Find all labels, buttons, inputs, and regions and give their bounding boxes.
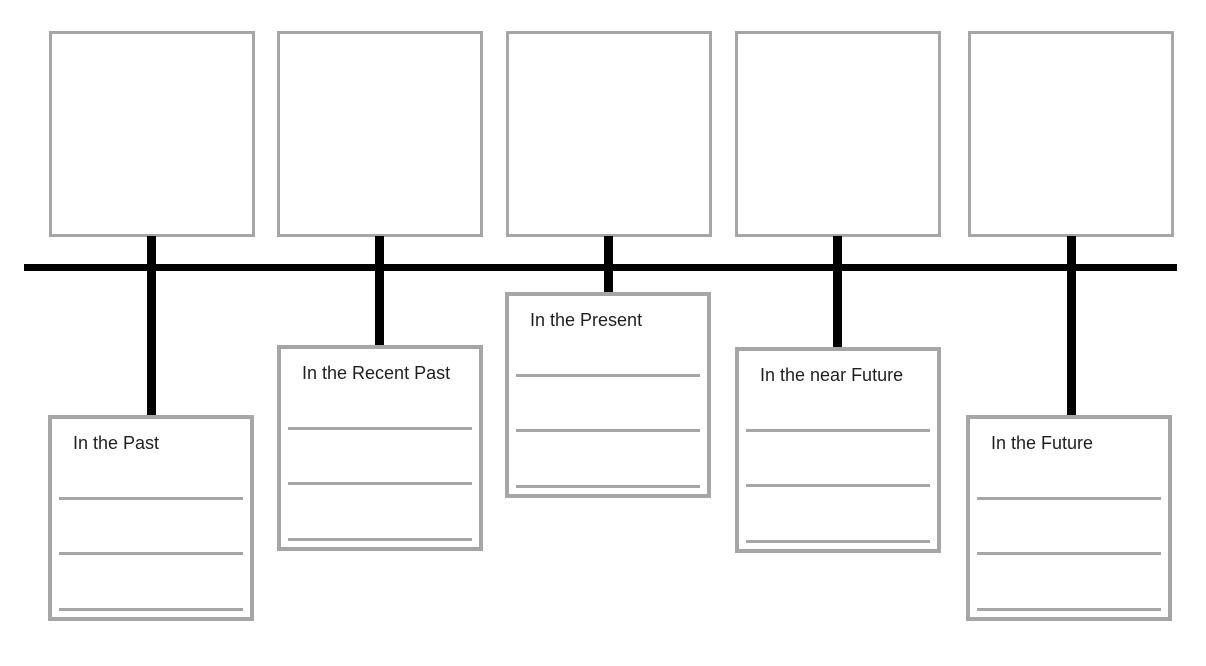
writing-line — [288, 427, 472, 430]
top-event-box-future[interactable] — [968, 31, 1174, 237]
top-event-box-present[interactable] — [506, 31, 712, 237]
top-event-box-past[interactable] — [49, 31, 255, 237]
period-label: In the Past — [73, 433, 160, 453]
period-label: In the Present — [530, 310, 643, 330]
connector-past — [147, 236, 156, 418]
period-label: In the Future — [991, 433, 1094, 453]
timeline-axis — [24, 264, 1177, 271]
writing-line — [288, 482, 472, 485]
writing-line — [516, 429, 700, 432]
period-box-past[interactable]: In the Past — [48, 415, 254, 621]
period-box-recent-past[interactable]: In the Recent Past — [277, 345, 483, 551]
writing-line — [59, 552, 243, 555]
top-event-box-recent-past[interactable] — [277, 31, 483, 237]
period-box-future[interactable]: In the Future — [966, 415, 1172, 621]
writing-line — [59, 497, 243, 500]
connector-future — [1067, 236, 1076, 418]
top-event-box-near-future[interactable] — [735, 31, 941, 237]
writing-line — [977, 608, 1161, 611]
period-box-near-future[interactable]: In the near Future — [735, 347, 941, 553]
period-label: In the Recent Past — [302, 363, 451, 383]
connector-present — [604, 236, 613, 296]
writing-line — [746, 429, 930, 432]
writing-line — [516, 374, 700, 377]
connector-near-future — [833, 236, 842, 350]
writing-line — [516, 485, 700, 488]
writing-line — [59, 608, 243, 611]
writing-line — [977, 497, 1161, 500]
period-box-present[interactable]: In the Present — [505, 292, 711, 498]
writing-line — [746, 540, 930, 543]
connector-recent-past — [375, 236, 384, 348]
writing-line — [746, 484, 930, 487]
period-label: In the near Future — [760, 365, 904, 385]
writing-line — [977, 552, 1161, 555]
writing-line — [288, 538, 472, 541]
